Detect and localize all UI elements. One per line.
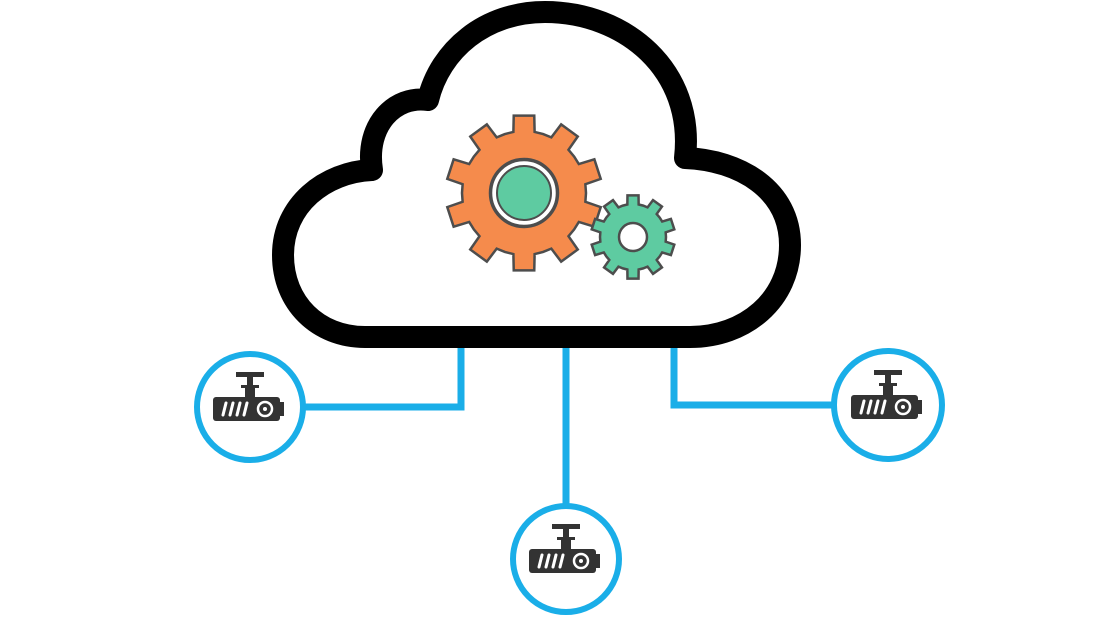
connector-right (670, 345, 832, 409)
device-right (831, 348, 945, 462)
device-bottom (510, 503, 622, 615)
connector-left (302, 345, 465, 411)
connector-lines (302, 345, 832, 505)
gear-small-icon (590, 194, 676, 280)
gear-large-icon (445, 114, 603, 272)
device-left (194, 351, 306, 463)
